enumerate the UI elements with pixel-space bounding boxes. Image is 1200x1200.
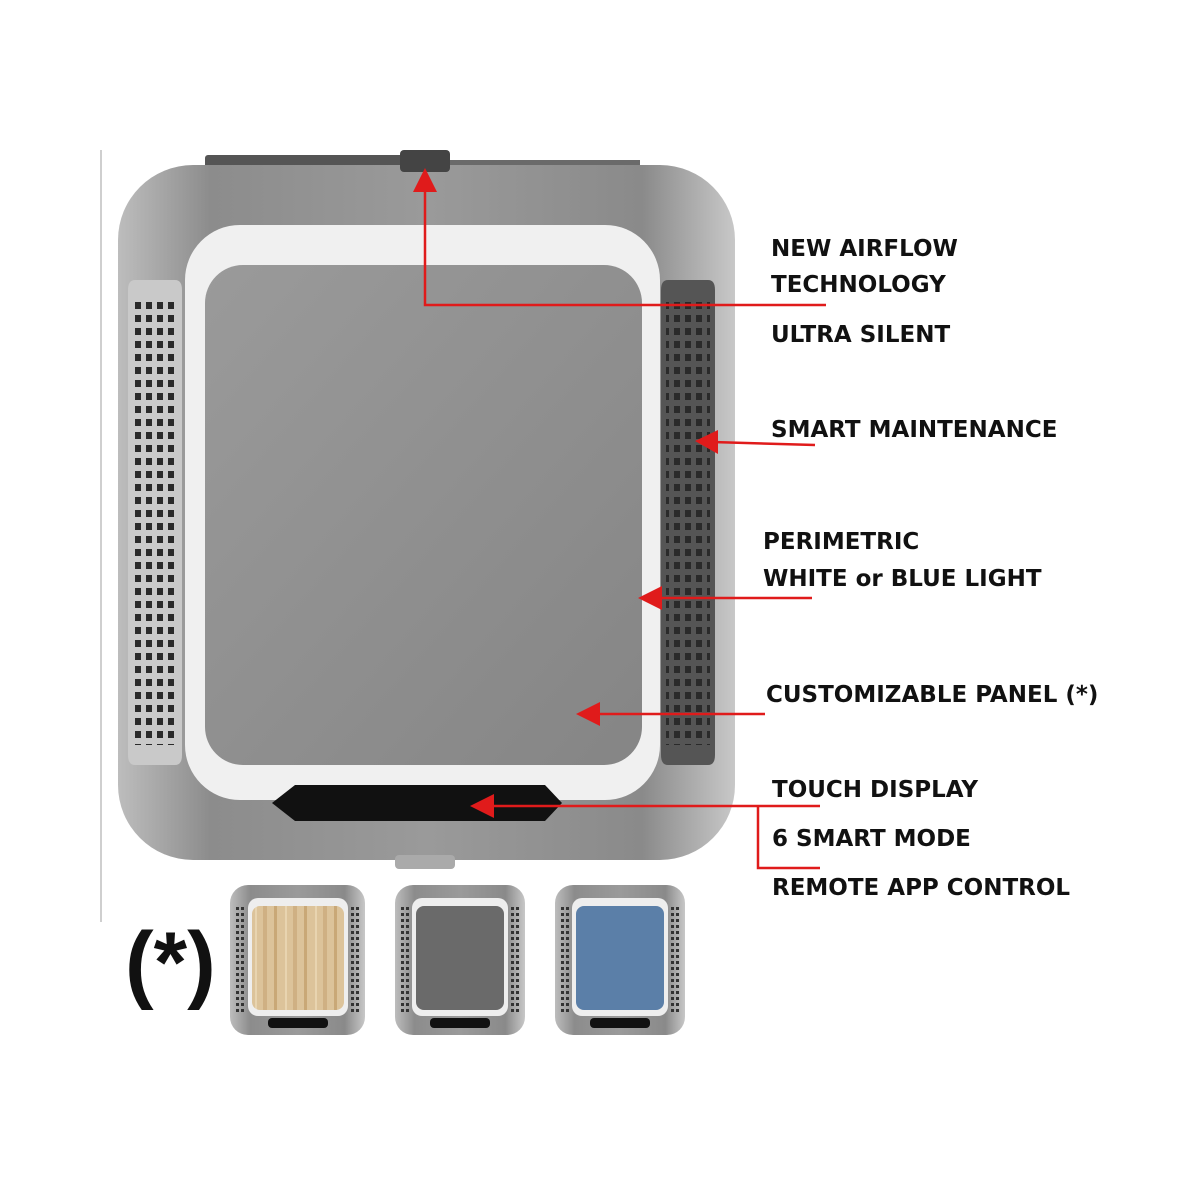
touch-display bbox=[272, 785, 562, 821]
blue-panel bbox=[576, 906, 664, 1010]
label-airflow-2: TECHNOLOGY bbox=[771, 272, 946, 298]
label-remote-app: REMOTE APP CONTROL bbox=[772, 875, 1070, 901]
label-customizable-panel: CUSTOMIZABLE PANEL (*) bbox=[766, 682, 1098, 708]
callout-lines bbox=[423, 190, 826, 870]
arrowheads bbox=[413, 168, 718, 818]
variant-blue bbox=[555, 885, 685, 1035]
arrow-maintenance-icon bbox=[695, 430, 718, 454]
label-smart-maintenance: SMART MAINTENANCE bbox=[771, 417, 1057, 443]
label-touch-display: TOUCH DISPLAY bbox=[772, 777, 978, 803]
label-perimetric-2: WHITE or BLUE LIGHT bbox=[763, 566, 1042, 592]
arrow-airflow-icon bbox=[413, 168, 437, 192]
label-ultra-silent: ULTRA SILENT bbox=[771, 322, 950, 348]
label-smart-mode: 6 SMART MODE bbox=[772, 826, 971, 852]
arrow-display-icon bbox=[470, 794, 494, 818]
variant-wood bbox=[230, 885, 365, 1035]
air-purifier-device bbox=[118, 150, 735, 869]
dark-grey-panel bbox=[416, 906, 504, 1010]
front-panel bbox=[205, 265, 642, 765]
variants-marker: (*) bbox=[125, 915, 216, 1011]
variant-dark-grey bbox=[395, 885, 525, 1035]
label-airflow-1: NEW AIRFLOW bbox=[771, 236, 958, 262]
top-outlet bbox=[400, 150, 450, 172]
arrow-panel-icon bbox=[576, 702, 600, 726]
arrow-light-icon bbox=[638, 586, 662, 610]
wood-panel bbox=[252, 906, 344, 1010]
label-perimetric-1: PERIMETRIC bbox=[763, 529, 919, 555]
